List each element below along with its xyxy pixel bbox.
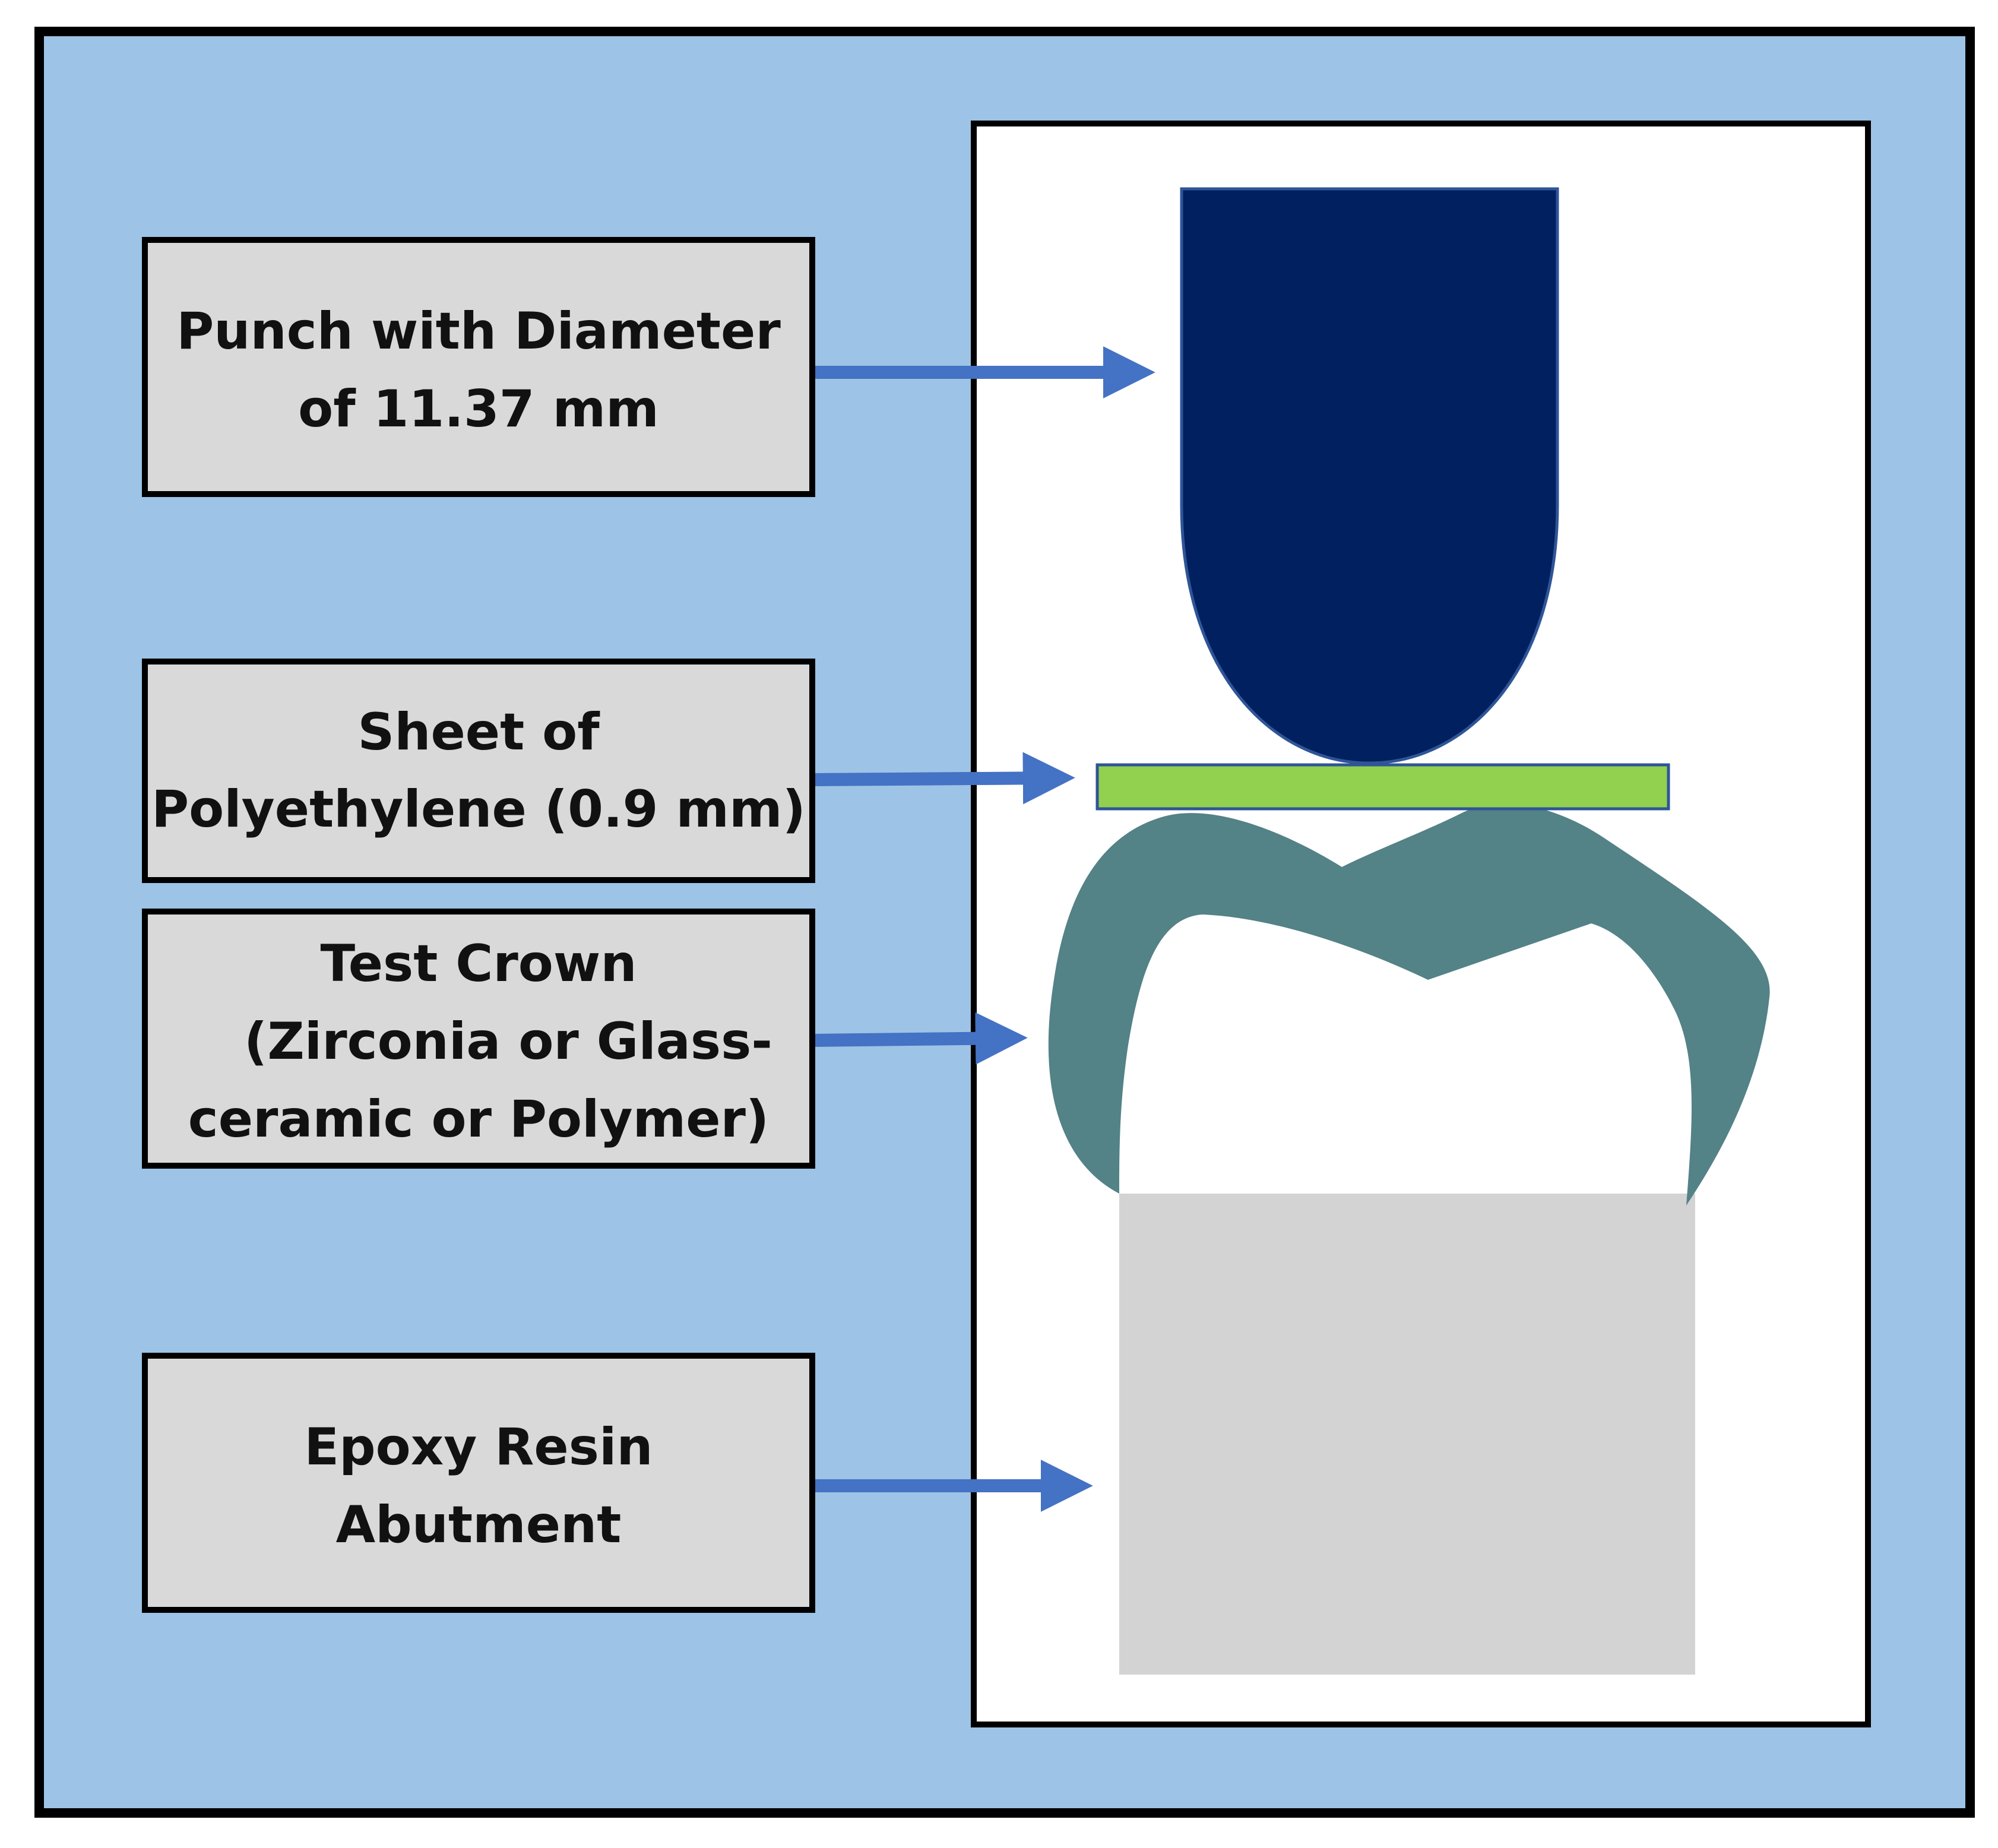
label-sheet-line-2: Polyethylene (0.9 mm) bbox=[151, 780, 806, 839]
label-punch-box bbox=[142, 237, 815, 497]
arrow-crown bbox=[812, 1012, 1028, 1065]
label-sheet: Sheet of Polyethylene (0.9 mm) bbox=[142, 659, 815, 883]
label-abutment-line-1: Epoxy Resin bbox=[304, 1417, 653, 1477]
abutment-block bbox=[1119, 1194, 1695, 1675]
label-crown-line-1: Test Crown bbox=[320, 934, 637, 993]
label-crown: Test Crown (Zirconia or Glass- ceramic o… bbox=[142, 909, 815, 1169]
label-crown-line-2: (Zirconia or Glass- bbox=[244, 1012, 772, 1071]
label-abutment: Epoxy Resin Abutment bbox=[142, 1353, 815, 1613]
label-sheet-line-1: Sheet of bbox=[357, 703, 600, 762]
label-sheet-box bbox=[142, 659, 815, 883]
label-abutment-line-2: Abutment bbox=[336, 1495, 622, 1555]
label-crown-box bbox=[142, 909, 815, 1169]
label-crown-line-3: ceramic or Polymer) bbox=[188, 1090, 770, 1149]
label-punch-line-2: of 11.37 mm bbox=[298, 379, 659, 439]
arrow-sheet bbox=[812, 752, 1075, 805]
punch bbox=[1180, 187, 1559, 765]
label-punch-line-1: Punch with Diameter bbox=[176, 302, 781, 361]
test-crown bbox=[1048, 803, 1770, 1205]
label-abutment-box bbox=[142, 1353, 815, 1613]
label-punch: Punch with Diameter of 11.37 mm bbox=[142, 237, 815, 497]
polyethylene-sheet bbox=[1095, 763, 1670, 811]
